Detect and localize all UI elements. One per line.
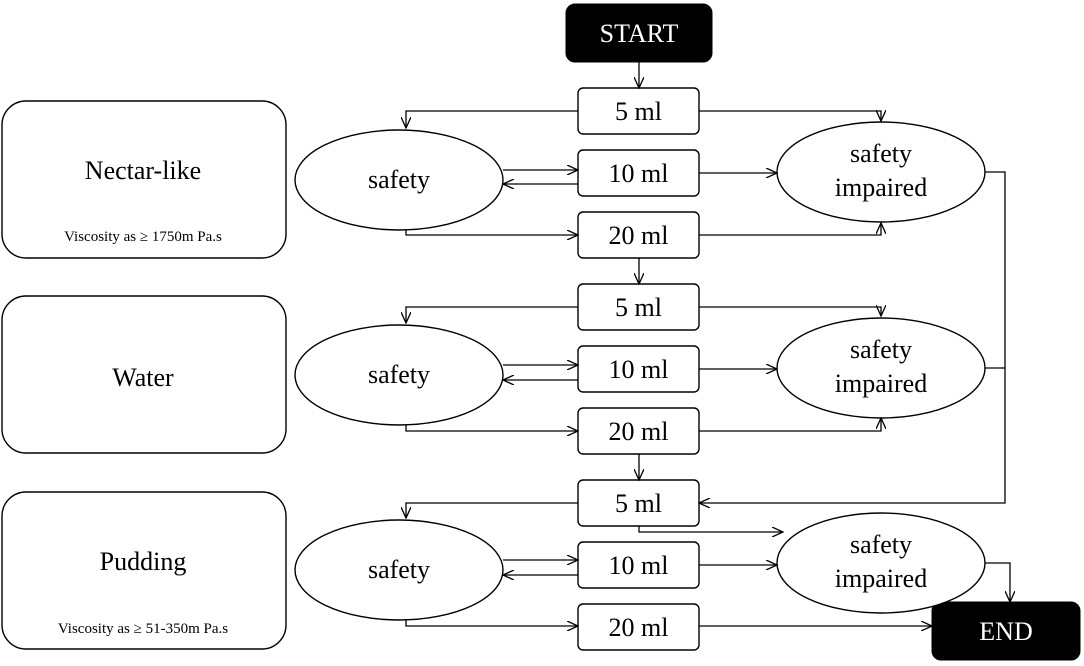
arrow-5ml-to-safety bbox=[406, 502, 578, 518]
arrow-5ml-to-impaired bbox=[638, 526, 783, 532]
panel-pudding: Pudding Viscosity as ≥ 51-350m Pa.s safe… bbox=[1, 479, 986, 651]
impaired-label-line1: safety bbox=[850, 335, 912, 364]
consistency-box bbox=[1, 491, 287, 650]
volume-label: 10 ml bbox=[609, 551, 669, 580]
volume-label: 20 ml bbox=[609, 221, 669, 250]
consistency-box bbox=[1, 295, 287, 454]
arrow-20ml-to-impaired bbox=[699, 223, 881, 236]
impaired-label-line1: safety bbox=[850, 139, 912, 168]
volume-label: 20 ml bbox=[609, 417, 669, 446]
impaired-label-line2: impaired bbox=[835, 173, 927, 202]
viscosity-note: Viscosity as ≥ 1750m Pa.s bbox=[64, 229, 222, 245]
arrow-5ml-to-safety bbox=[406, 110, 578, 128]
safety-impaired-oval bbox=[776, 317, 986, 419]
safety-label: safety bbox=[368, 360, 430, 389]
consistency-title: Pudding bbox=[100, 547, 187, 576]
safety-label: safety bbox=[368, 165, 430, 194]
volume-label: 10 ml bbox=[609, 159, 669, 188]
arrow-safety-to-20ml bbox=[405, 425, 578, 431]
arrow-safety-to-20ml bbox=[405, 230, 578, 235]
arrow-5ml-to-impaired bbox=[699, 111, 881, 121]
consistency-title: Water bbox=[112, 363, 174, 392]
start-label: START bbox=[600, 19, 679, 48]
end-label: END bbox=[979, 617, 1032, 646]
panel-nectar-like: Nectar-like Viscosity as ≥ 1750m Pa.s sa… bbox=[1, 87, 986, 259]
start-node: START bbox=[565, 3, 713, 63]
arrow-5ml-to-safety bbox=[406, 306, 578, 323]
volume-label: 5 ml bbox=[615, 97, 662, 126]
consistency-box bbox=[1, 100, 287, 259]
impaired-label-line2: impaired bbox=[835, 564, 927, 593]
safety-impaired-oval bbox=[776, 512, 986, 614]
safety-impaired-oval bbox=[776, 121, 986, 223]
arrow-safety-to-20ml bbox=[405, 620, 578, 626]
viscosity-note: Viscosity as ≥ 51-350m Pa.s bbox=[58, 621, 228, 637]
volume-label: 10 ml bbox=[609, 355, 669, 384]
arrow-20ml-to-impaired bbox=[699, 418, 881, 432]
volume-label: 5 ml bbox=[615, 489, 662, 518]
end-node: END bbox=[931, 601, 1081, 661]
connectors bbox=[406, 62, 1010, 626]
impaired-label-line2: impaired bbox=[835, 369, 927, 398]
arrow-5ml-to-impaired bbox=[699, 307, 881, 316]
safety-label: safety bbox=[368, 555, 430, 584]
consistency-title: Nectar-like bbox=[85, 156, 201, 185]
arrow-impaired-to-end bbox=[985, 562, 1010, 602]
volume-label: 5 ml bbox=[615, 293, 662, 322]
arrow-impaired-to-pudding bbox=[699, 171, 1006, 503]
panel-water: Water safety safety impaired 5 ml 10 ml … bbox=[1, 283, 986, 455]
volume-label: 20 ml bbox=[609, 613, 669, 642]
impaired-label-line1: safety bbox=[850, 530, 912, 559]
